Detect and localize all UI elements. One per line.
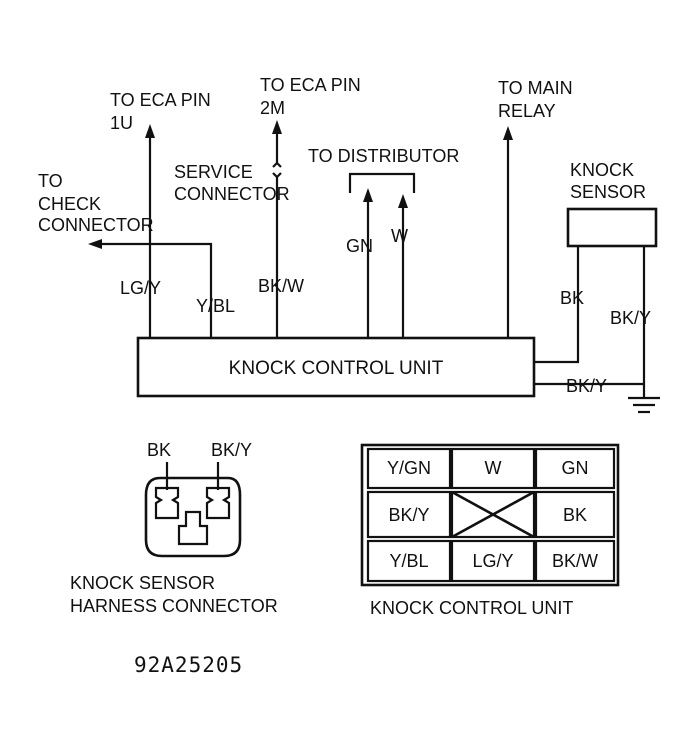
label-to-eca-1u-line1: TO ECA PIN <box>110 90 211 110</box>
label-service-line2: CONNECTOR <box>174 184 290 204</box>
label-to-check-line2: CHECK <box>38 194 101 214</box>
kcu-cell-r0c1 <box>450 447 536 490</box>
figure-code: 92A25205 <box>134 653 243 677</box>
kcu-cell-r1c2 <box>534 490 616 539</box>
harness-pin-left-label: BK <box>147 440 171 460</box>
kcu-pin-bky: BK/Y <box>388 505 429 525</box>
wire-label-lgy: LG/Y <box>120 278 161 298</box>
label-to-main-relay-line2: RELAY <box>498 101 556 121</box>
arrow-up-icon <box>398 194 408 208</box>
kcu-pin-bk: BK <box>563 505 587 525</box>
kcu-pin-w: W <box>485 458 502 478</box>
label-to-check-line1: TO <box>38 171 63 191</box>
service-connector-upper-icon <box>272 161 282 168</box>
harness-terminal-right-icon <box>205 486 231 520</box>
harness-key-icon <box>177 510 209 546</box>
label-to-main-relay-line1: TO MAIN <box>498 78 573 98</box>
kcu-cell-r1c1 <box>450 490 536 539</box>
kcu-cell-r1c0 <box>366 490 452 539</box>
harness-caption-line1: KNOCK SENSOR <box>70 573 215 593</box>
kcu-connector-outer <box>360 443 620 587</box>
label-knock-sensor-line1: KNOCK <box>570 160 634 180</box>
arrow-up-icon <box>145 124 155 138</box>
kcu-empty-cross-b <box>451 490 535 539</box>
label-to-eca-2m-line1: TO ECA PIN <box>260 75 361 95</box>
kcu-caption: KNOCK CONTROL UNIT <box>370 598 573 618</box>
kcu-cell-r2c2 <box>534 539 616 583</box>
wire-label-bkw: BK/W <box>258 276 304 296</box>
wire-label-gn: GN <box>346 236 373 256</box>
label-to-distributor: TO DISTRIBUTOR <box>308 146 459 166</box>
service-connector-lower-icon <box>272 172 282 179</box>
kcu-pin-bkw: BK/W <box>552 551 598 571</box>
wire-label-ybl: Y/BL <box>196 296 235 316</box>
kcu-cell-r0c0 <box>366 447 452 490</box>
knock-control-unit-box <box>136 336 536 398</box>
harness-connector-body <box>144 476 242 558</box>
kcu-cell-r2c1 <box>450 539 536 583</box>
wire-label-bky-bottom: BK/Y <box>566 376 607 396</box>
arrow-up-icon <box>503 126 513 140</box>
label-to-eca-2m-line2: 2M <box>260 98 285 118</box>
wire-to-check-connector <box>100 242 213 338</box>
wire-label-bk: BK <box>560 288 584 308</box>
kcu-cell-r0c2 <box>534 447 616 490</box>
wire-label-bky-right: BK/Y <box>610 308 651 328</box>
kcu-cell-r2c0 <box>366 539 452 583</box>
arrow-left-icon <box>88 239 102 249</box>
kcu-pin-lgy: LG/Y <box>472 551 513 571</box>
kcu-pin-ybl: Y/BL <box>389 551 428 571</box>
kcu-pin-gn: GN <box>562 458 589 478</box>
wire-label-w: W <box>391 226 408 246</box>
harness-caption-line2: HARNESS CONNECTOR <box>70 596 278 616</box>
distributor-bracket <box>348 172 416 193</box>
label-knock-sensor-line2: SENSOR <box>570 182 646 202</box>
harness-terminal-left-icon <box>154 486 180 520</box>
label-to-eca-1u-line2: 1U <box>110 113 133 133</box>
harness-pin-right-label: BK/Y <box>211 440 252 460</box>
label-to-check-line3: CONNECTOR <box>38 215 154 235</box>
arrow-up-icon <box>363 188 373 202</box>
knock-sensor-box <box>566 207 658 248</box>
kcu-pin-ygn: Y/GN <box>387 458 431 478</box>
wire-bk-knock-sensor <box>534 246 580 364</box>
arrow-up-icon <box>272 120 282 134</box>
label-service-line1: SERVICE <box>174 162 253 182</box>
knock-control-unit-label: KNOCK CONTROL UNIT <box>229 358 444 379</box>
